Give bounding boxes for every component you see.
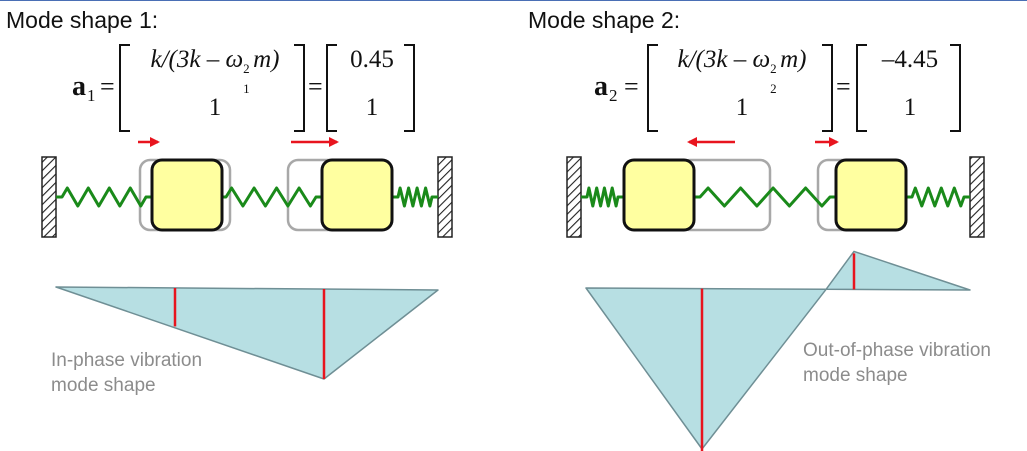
panel2-left-wall [566,156,582,238]
panel2-mass2 [834,158,908,232]
panel1-vector-index: 1 [87,86,96,105]
panel1-matrix-entry-2: 1 [208,94,222,121]
panel2-left-bracket-1 [647,44,658,132]
panel1-equals-1: = [100,72,115,101]
panel2-vector-index: 2 [609,86,618,105]
panel1-left-wall [41,156,57,238]
panel1-right-wall [437,156,453,238]
panel1-right-bracket-2 [404,44,415,132]
panel2-value-bottom: 1 [903,94,917,121]
panel2-entry-suffix: m) [780,46,807,73]
panel1-mode-shape-area [55,286,439,380]
panel1-spring-left [56,186,152,208]
panel2-vector-symbol: a [594,71,608,102]
panel1-right-bracket-1 [294,44,305,132]
panel1-mass1 [150,158,224,232]
panel2-caption: Out-of-phase vibration mode shape [803,340,991,386]
panel1-caption: In-phase vibration mode shape [51,350,203,396]
panel2-omega-sup: 2 [770,61,777,76]
panel2-mass1 [622,158,696,232]
panel1-value-bottom: 1 [365,94,379,121]
panel2-omega-sub: 2 [770,81,777,96]
panel2-spring-right [906,186,970,208]
panel2-equals-2: = [836,72,851,101]
panel1-spring-middle [220,186,322,208]
panel1-vector-label: a1 [72,71,96,106]
panel1-left-bracket-1 [119,44,130,132]
panel2-vector-label: a2 [594,71,618,106]
panel2-value-top: –4.45 [881,46,939,73]
panel2-title: Mode shape 2: [528,7,681,33]
panel2-spring-middle [694,186,836,208]
panel1-spring-right [392,186,438,208]
panel1-entry-prefix: k/(3k – ω [150,46,244,73]
panel1-left-bracket-2 [326,44,337,132]
panel1-mass2 [320,158,394,232]
panel2-equals-1: = [624,72,639,101]
panel1-vector-symbol: a [72,71,86,102]
panel1-title: Mode shape 1: [6,7,159,33]
panel2-matrix-entry-2: 1 [735,94,749,121]
panel2-mode-shape-upper-area [825,250,971,291]
panel2-mode-shape-lower-area [585,287,827,450]
panel2-right-bracket-2 [950,44,961,132]
panel2-spring-left [581,186,624,208]
panel1-entry-suffix: m) [253,46,280,73]
panel1-omega-sub: 1 [243,81,250,96]
top-rule [0,0,1027,1]
panel1-value-top: 0.45 [350,46,394,73]
panel2-right-bracket-1 [822,44,833,132]
panel2-left-bracket-2 [856,44,867,132]
panel1-omega-sup: 2 [243,61,250,76]
panel2-right-wall [969,156,985,238]
panel2-entry-prefix: k/(3k – ω [677,46,771,73]
panel1-equals-2: = [308,72,323,101]
